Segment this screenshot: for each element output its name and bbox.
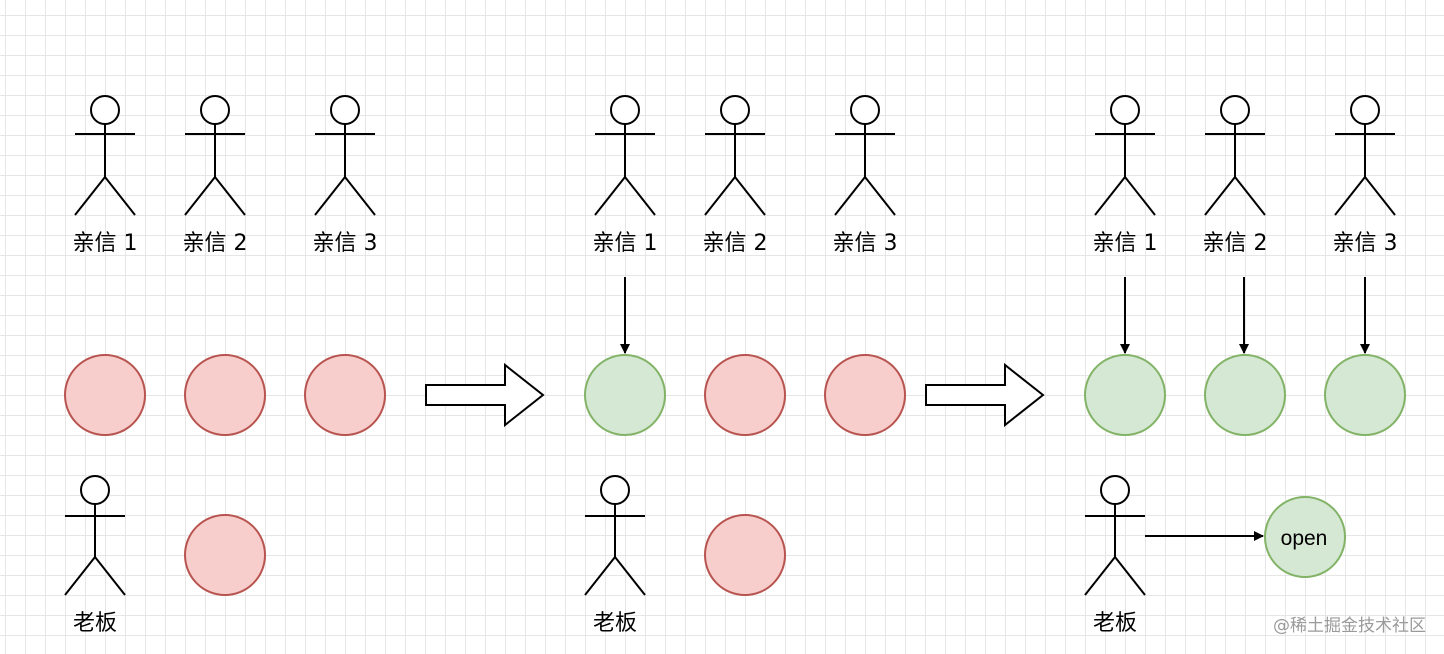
member-2-figure <box>184 95 246 216</box>
member-3-key <box>824 354 906 436</box>
member-2-figure <box>1204 95 1266 216</box>
boss-figure <box>1084 475 1146 596</box>
boss-figure <box>64 475 126 596</box>
member-1-label: 亲信 1 <box>593 231 658 256</box>
member-2-label: 亲信 2 <box>703 231 768 256</box>
boss-key <box>184 514 266 596</box>
boss-label: 老板 <box>73 611 117 636</box>
panel-3: 亲信 1 亲信 2 亲信 3 老板 open <box>1084 95 1406 636</box>
member-3-key <box>304 354 386 436</box>
member-3-label: 亲信 3 <box>313 231 378 256</box>
member-1-label: 亲信 1 <box>73 231 138 256</box>
member-2-label: 亲信 2 <box>183 231 248 256</box>
member-1-figure <box>74 95 136 216</box>
panel-1: 亲信 1 亲信 2 亲信 3 老板 <box>64 95 386 636</box>
member-1-key <box>64 354 146 436</box>
member-1-figure <box>1094 95 1156 216</box>
member-3-figure <box>314 95 376 216</box>
member-3-figure <box>834 95 896 216</box>
boss-label: 老板 <box>1093 611 1137 636</box>
watermark: @稀土掘金技术社区 <box>1273 616 1426 636</box>
boss-figure <box>584 475 646 596</box>
member-1-key <box>1084 354 1166 436</box>
boss-key <box>704 514 786 596</box>
member-3-key <box>1324 354 1406 436</box>
member-1-key <box>584 354 666 436</box>
member-3-label: 亲信 3 <box>1333 231 1398 256</box>
boss-key-label: open <box>1281 527 1328 550</box>
boss-label: 老板 <box>593 611 637 636</box>
member-2-key <box>704 354 786 436</box>
member-3-figure <box>1334 95 1396 216</box>
transition-arrow-2 <box>925 362 1045 428</box>
member-1-figure <box>594 95 656 216</box>
member-1-label: 亲信 1 <box>1093 231 1158 256</box>
member-2-key <box>184 354 266 436</box>
transition-arrow-1 <box>425 362 545 428</box>
member-3-label: 亲信 3 <box>833 231 898 256</box>
member-2-label: 亲信 2 <box>1203 231 1268 256</box>
boss-key <box>1264 496 1346 578</box>
panel-2: 亲信 1 亲信 2 亲信 3 老板 <box>584 95 906 636</box>
member-2-figure <box>704 95 766 216</box>
member-2-key <box>1204 354 1286 436</box>
